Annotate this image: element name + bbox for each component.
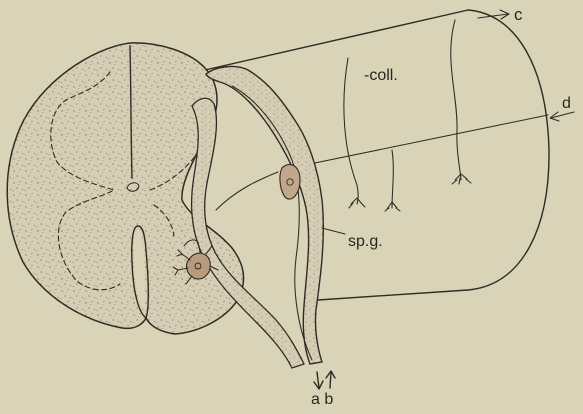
root-fibre-line-2 (216, 172, 278, 210)
spinal-ganglion-cell (280, 164, 300, 199)
label-pointers (322, 10, 574, 234)
cross-section-stipple (7, 43, 243, 334)
label-ab: a b (311, 391, 333, 408)
label-coll: -coll. (364, 67, 398, 84)
spinal-nerve-roots (173, 67, 335, 389)
cylinder-end (468, 10, 549, 290)
collateral-fibres (344, 20, 471, 211)
label-d: d (562, 95, 571, 112)
cord-cross-section (7, 43, 243, 334)
spg-pointer (322, 228, 345, 234)
cylinder-bottom-edge (318, 290, 468, 300)
arrow-b (330, 372, 331, 388)
cylinder-seam-line (305, 115, 548, 165)
label-c: c (514, 5, 523, 24)
cord-cylinder (205, 10, 549, 300)
label-spg: sp.g. (348, 233, 383, 250)
cylinder-top-edge (205, 10, 468, 70)
